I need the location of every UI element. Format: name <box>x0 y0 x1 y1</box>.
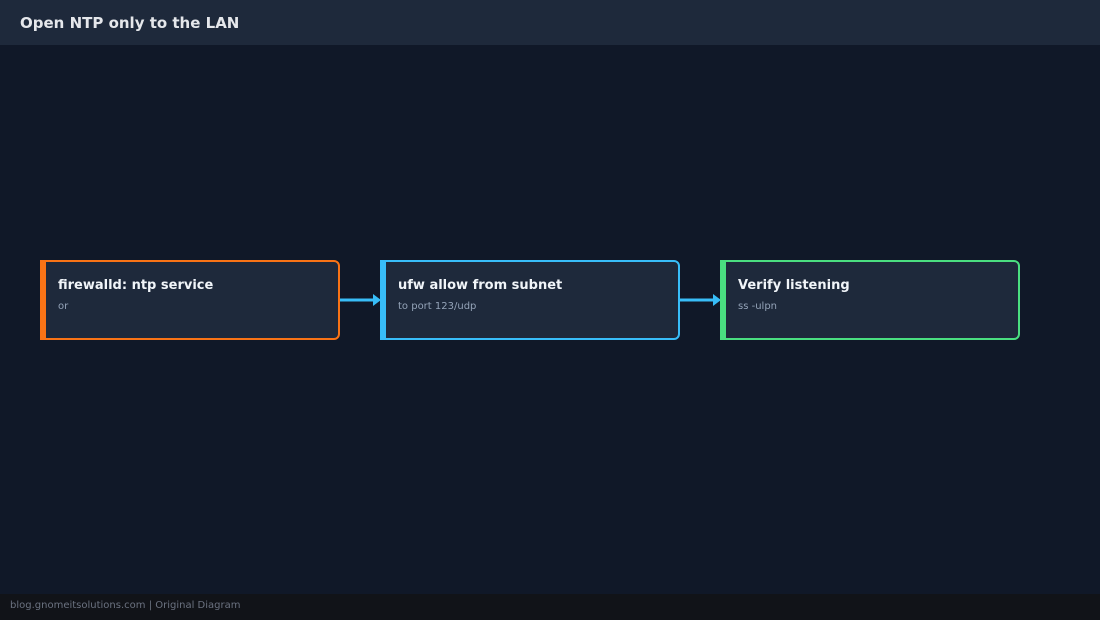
diagram-title: Open NTP only to the LAN <box>20 14 240 32</box>
footer-bar: blog.gnomeitsolutions.com | Original Dia… <box>0 594 1100 620</box>
node-subtitle: to port 123/udp <box>398 301 477 312</box>
step-node-verify: Verify listening ss -ulpn <box>720 260 1020 340</box>
node-title: firewalld: ntp service <box>58 278 214 293</box>
step-node-firewalld: firewalld: ntp service or <box>40 260 340 340</box>
node-subtitle: ss -ulpn <box>738 301 778 312</box>
step-node-ufw: ufw allow from subnet to port 123/udp <box>380 260 680 340</box>
node-title: Verify listening <box>738 278 850 293</box>
header-bar: Open NTP only to the LAN <box>0 0 1100 45</box>
node-title: ufw allow from subnet <box>398 278 563 293</box>
footer-credit: blog.gnomeitsolutions.com | Original Dia… <box>10 600 241 611</box>
node-subtitle: or <box>58 301 69 312</box>
